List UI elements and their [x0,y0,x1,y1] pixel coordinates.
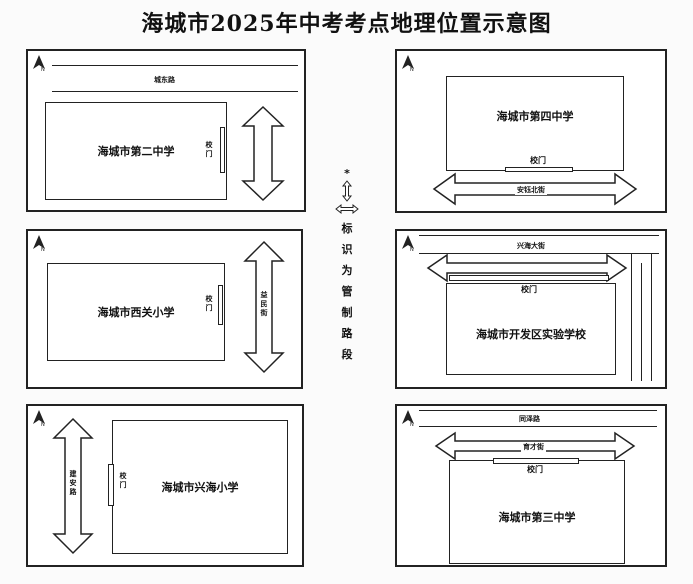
road-top-label: 同泽路 [517,414,542,424]
map-panel-6: N 同泽路 育才街 校门 海城市第三中学 [395,404,667,567]
school-building [446,76,624,171]
road-label: 城东路 [152,75,177,85]
road-label: 育才街 [521,442,546,452]
school-building [449,460,625,564]
road-label: 安钰北街 [515,185,547,195]
gate-label: 校门 [119,472,127,489]
horizontal-double-arrow-icon [335,203,359,215]
school-name: 海城市开发区实验学校 [476,328,586,341]
svg-text:N: N [410,67,414,73]
legend: * 标 识 为 管 制 路 段 [333,168,361,365]
double-arrow-icon [241,105,285,202]
map-panel-3: N 海城市西关小学 校门 益民街 [26,229,303,389]
legend-char: 为 [341,264,353,277]
gate-bar [108,464,114,506]
north-arrow-icon: N [33,235,45,253]
double-arrow-icon [52,417,94,555]
vertical-double-arrow-icon [341,180,353,202]
gate-bar [505,167,573,172]
road-label: 益民街 [260,291,268,317]
road-line [419,426,657,427]
school-name: 海城市第三中学 [498,511,576,524]
north-arrow-icon: N [402,410,414,428]
road-line [419,235,659,236]
svg-text:N: N [41,422,45,428]
road-line [651,253,652,381]
road-label: 兴海大街 [515,241,547,251]
north-arrow-icon: N [33,410,45,428]
gate-label: 校门 [527,465,543,474]
map-panel-1: N 城东路 海城市第二中学 校门 [26,49,306,212]
legend-char: 路 [341,327,353,340]
school-name: 海城市兴海小学 [161,481,239,494]
school-name: 海城市西关小学 [97,306,175,319]
gate-label: 校门 [530,156,546,165]
north-arrow-icon: N [402,235,414,253]
school-building [45,102,227,200]
double-arrow-icon [243,240,285,374]
legend-char: 制 [341,306,353,319]
legend-char: 识 [341,243,353,256]
svg-text:N: N [410,422,414,428]
svg-text:N: N [410,247,414,253]
gate-label: 校门 [205,141,213,158]
school-name: 海城市第四中学 [496,110,574,123]
double-arrow-icon [426,253,628,283]
north-arrow-icon: N [33,55,45,73]
school-building [47,263,225,361]
legend-char: 管 [341,285,353,298]
gate-label: 校门 [205,295,213,312]
legend-char: 段 [341,348,353,361]
gate-bar [218,285,223,325]
gate-bar [449,275,609,281]
svg-text:N: N [41,67,45,73]
north-arrow-icon: N [402,55,414,73]
map-panel-4: N 兴海大街 校门 海城市开发区实验学校 [395,229,667,389]
road-line [631,253,632,381]
school-building [112,420,288,554]
map-panel-5: N 建安路 校门 海城市兴海小学 [26,404,304,567]
map-panel-2: N 海城市第四中学 校门 安钰北街 [395,49,667,213]
gate-bar [220,127,225,173]
road-label: 建安路 [69,470,77,496]
gate-bar [493,458,579,464]
legend-char: 标 [341,222,353,235]
road-line [641,263,642,381]
gate-label: 校门 [521,285,537,294]
svg-text:N: N [41,247,45,253]
school-name: 海城市第二中学 [97,145,175,158]
road-line [52,65,298,66]
road-line [419,253,659,254]
page-title: 海城市2025年中考考点地理位置示意图 [141,11,552,37]
legend-mark: * [344,167,350,180]
road-line [52,91,298,92]
road-line [419,410,657,411]
school-building [446,283,616,375]
